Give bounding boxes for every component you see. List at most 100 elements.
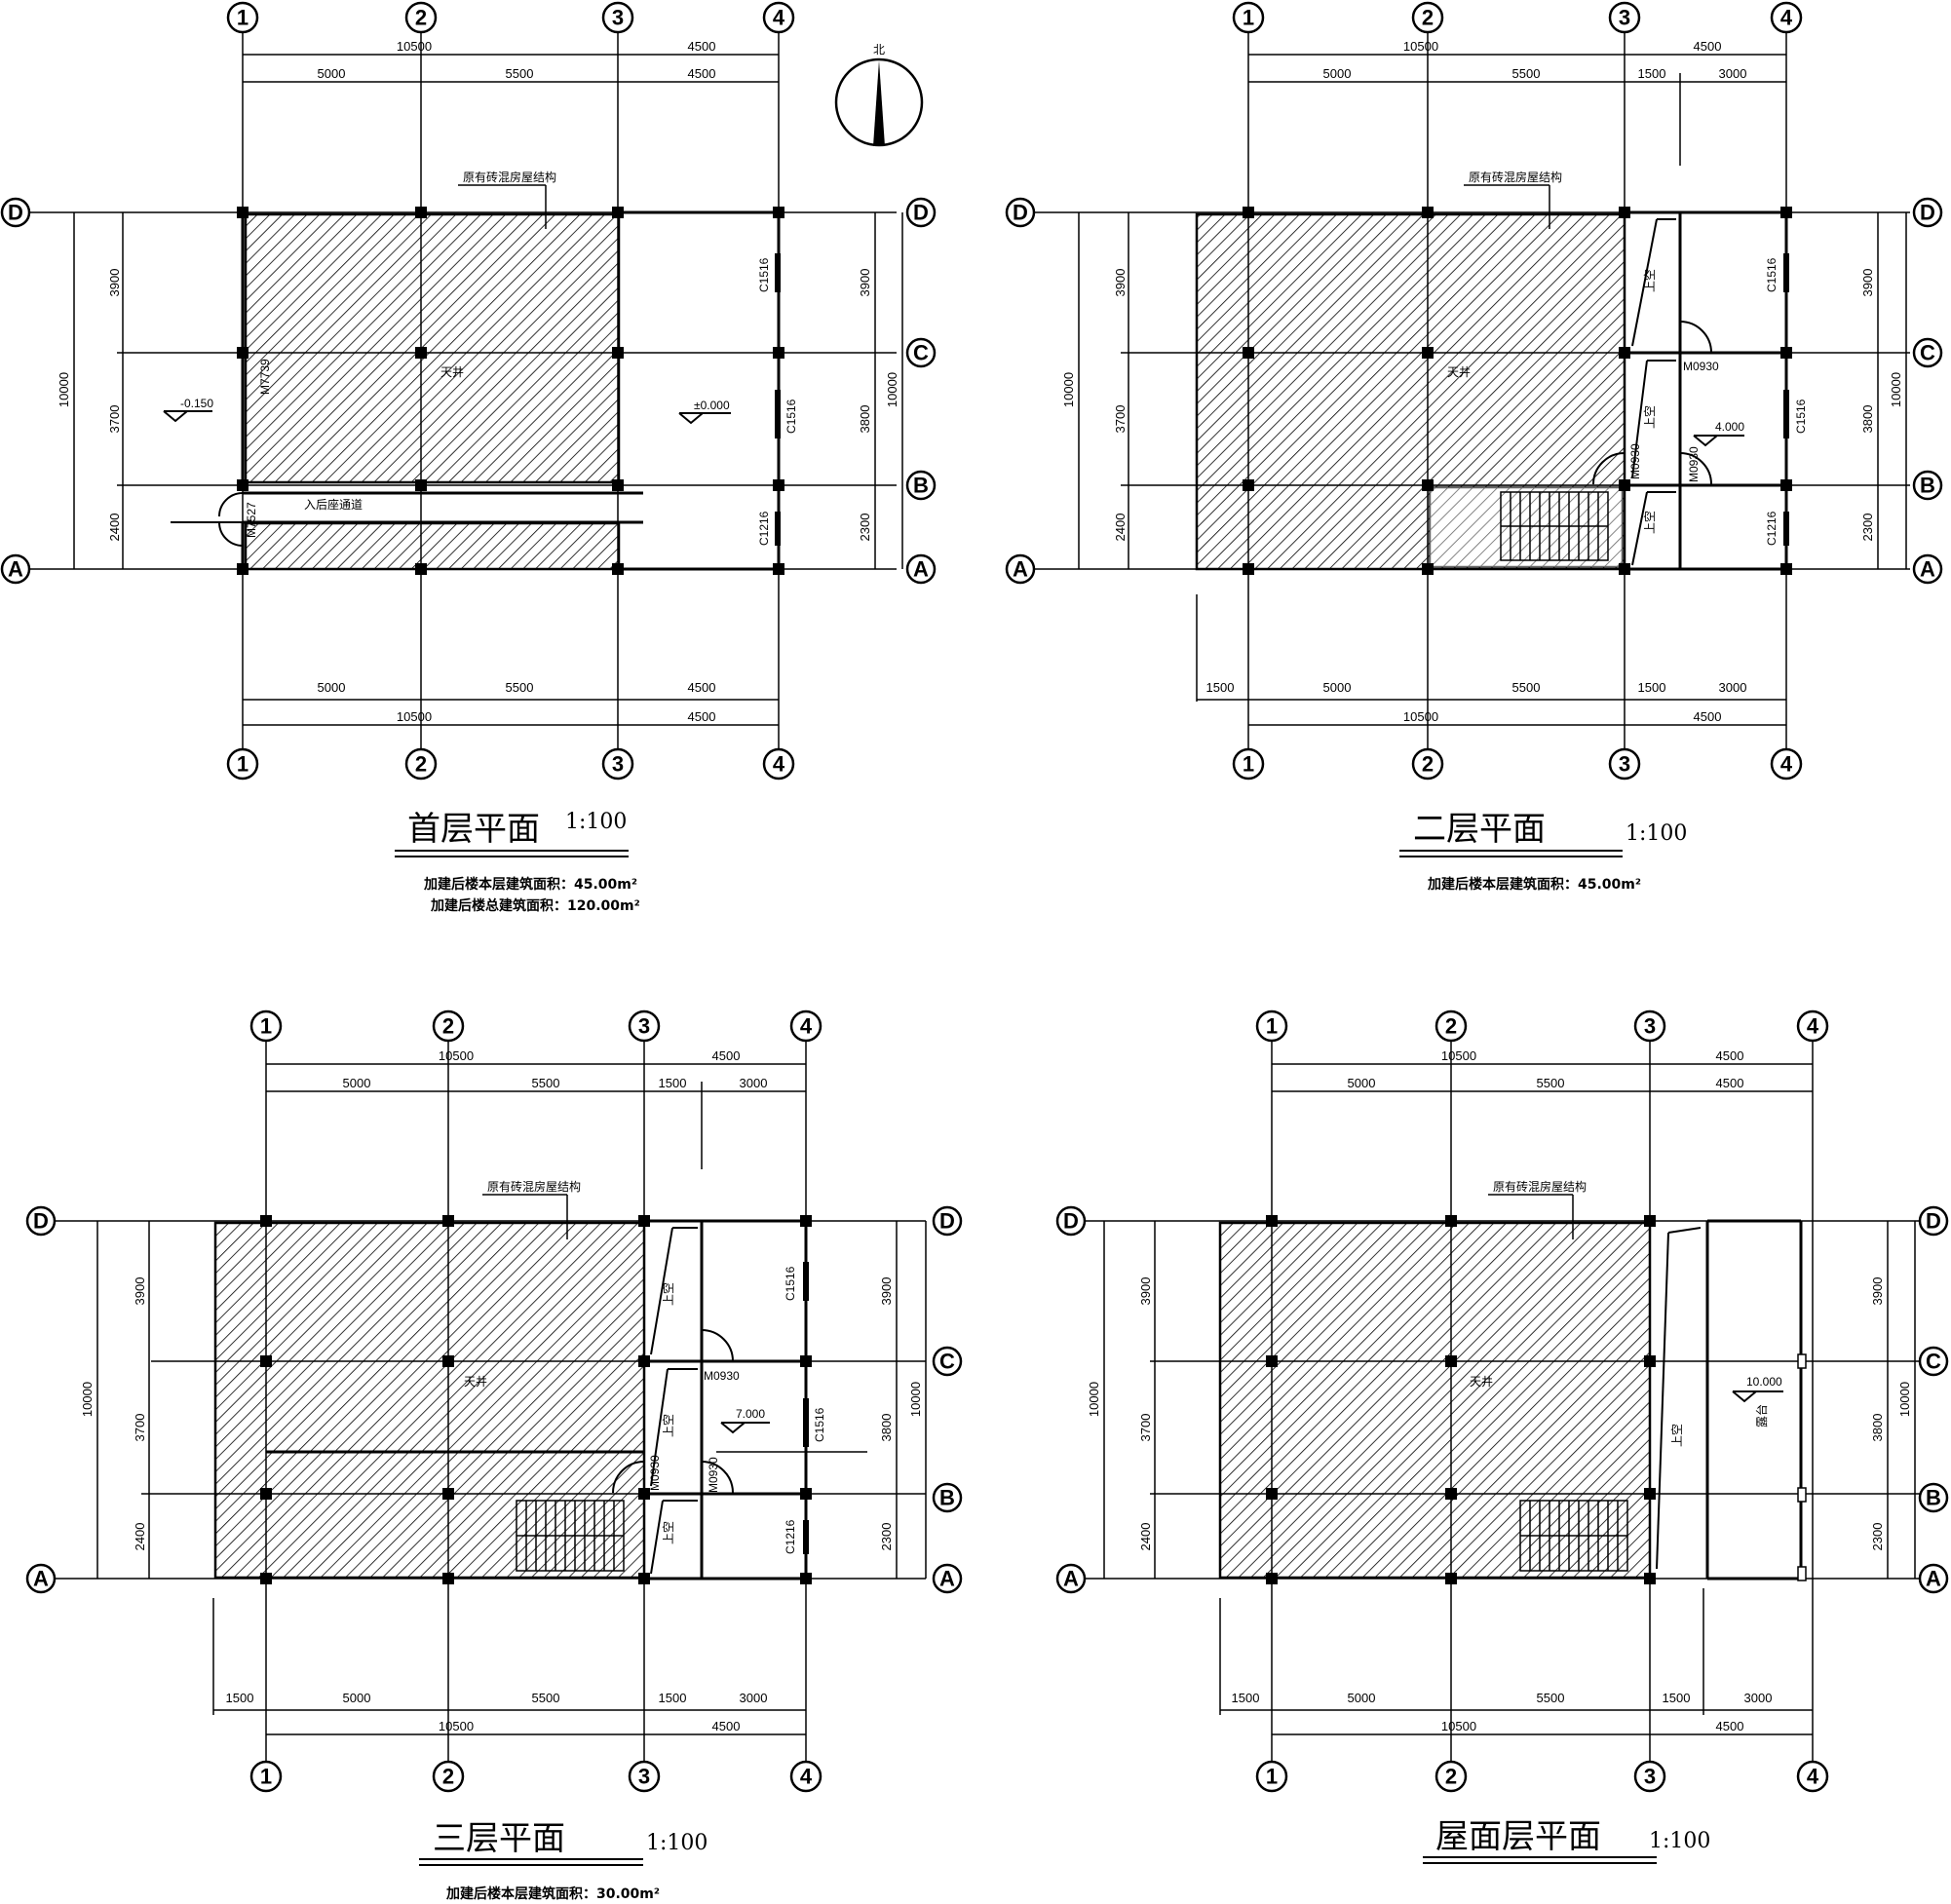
dim-bottom-total-1: 10500 xyxy=(1441,1719,1476,1733)
dim-top-1: 5000 xyxy=(1348,1076,1376,1090)
label-courtyard: 天井 xyxy=(1470,1375,1493,1389)
dim-right-1: 3900 xyxy=(879,1277,894,1306)
label-walkway: 入后座通道 xyxy=(304,497,363,512)
dim-bottom-4: 1500 xyxy=(659,1691,687,1705)
svg-text:2: 2 xyxy=(442,1014,454,1039)
dim-top-1: 5000 xyxy=(1323,66,1352,81)
dim-left-total: 10000 xyxy=(1087,1382,1101,1417)
dim-left-1: 3900 xyxy=(133,1277,147,1306)
label-win-3: C1216 xyxy=(1765,511,1779,546)
label-win-3: C1216 xyxy=(757,511,771,546)
dim-top-1: 5000 xyxy=(318,66,346,81)
label-existing: 原有砖混房屋结构 xyxy=(1493,1179,1587,1194)
svg-text:3: 3 xyxy=(1644,1014,1656,1039)
label-elev: 7.000 xyxy=(736,1407,765,1421)
axis-bubbles-floor1: 1 2 3 4 1 2 3 4 D A D C B A xyxy=(0,1,937,781)
svg-text:2: 2 xyxy=(1445,1014,1457,1039)
label-up-3: 上空 xyxy=(1643,511,1657,534)
plan-scale-floor2: 1:100 xyxy=(1626,821,1687,846)
svg-text:4: 4 xyxy=(800,1014,813,1039)
svg-text:1: 1 xyxy=(237,6,249,30)
label-existing: 原有砖混房屋结构 xyxy=(463,170,556,184)
dim-bottom-2: 5500 xyxy=(506,680,534,695)
svg-text:B: B xyxy=(913,474,929,498)
label-up-2: 上空 xyxy=(1643,405,1657,429)
dim-top-4: 3000 xyxy=(740,1076,768,1090)
dim-top-total-1: 10500 xyxy=(1403,39,1438,54)
dim-bottom-total-1: 10500 xyxy=(1403,709,1438,724)
svg-text:A: A xyxy=(1013,557,1028,582)
dim-bottom-total-1: 10500 xyxy=(397,709,432,724)
dim-bottom-total-2: 4500 xyxy=(688,709,716,724)
dim-top-total-1: 10500 xyxy=(1441,1048,1476,1063)
dim-right-2: 3800 xyxy=(858,405,872,434)
svg-text:4: 4 xyxy=(773,6,785,30)
dim-bottom-total-1: 10500 xyxy=(439,1719,474,1733)
dim-left-1: 3900 xyxy=(1113,269,1128,297)
label-elev-right: ±0.000 xyxy=(694,399,730,412)
dim-bottom-1: 1500 xyxy=(1206,680,1235,695)
svg-text:A: A xyxy=(1926,1567,1941,1591)
dim-bottom-1: 1500 xyxy=(226,1691,254,1705)
dim-bottom-2: 5000 xyxy=(1348,1691,1376,1705)
dim-bottom-total-2: 4500 xyxy=(712,1719,741,1733)
dim-right-total: 10000 xyxy=(1889,372,1903,407)
svg-text:A: A xyxy=(1920,557,1935,582)
dim-right-1: 3900 xyxy=(858,269,872,297)
svg-text:3: 3 xyxy=(638,1765,650,1789)
svg-text:D: D xyxy=(33,1209,49,1234)
svg-text:3: 3 xyxy=(612,752,624,777)
label-existing: 原有砖混房屋结构 xyxy=(1469,170,1562,184)
dim-top-3: 4500 xyxy=(688,66,716,81)
svg-text:1: 1 xyxy=(1266,1014,1278,1039)
svg-text:1: 1 xyxy=(260,1014,272,1039)
dim-top-1: 5000 xyxy=(343,1076,371,1090)
stair-icon xyxy=(1519,1500,1628,1572)
dim-right-total: 10000 xyxy=(908,1382,923,1417)
dim-top-total-2: 4500 xyxy=(712,1048,741,1063)
dim-right-3: 2300 xyxy=(1870,1523,1885,1551)
svg-text:北: 北 xyxy=(873,43,885,57)
dim-right-3: 2300 xyxy=(858,514,872,542)
label-up-2: 上空 xyxy=(662,1414,675,1437)
plan-roof: 10500 4500 5000 5500 4500 1500 5000 5500… xyxy=(1055,1009,1949,1864)
svg-text:D: D xyxy=(1920,201,1935,225)
dim-bottom-1: 5000 xyxy=(318,680,346,695)
dim-top-total-2: 4500 xyxy=(1694,39,1722,54)
label-win-1: C1516 xyxy=(1765,257,1779,292)
dim-left-2: 3700 xyxy=(107,405,122,434)
dim-top-total-1: 10500 xyxy=(397,39,432,54)
plan-floor2: 10500 4500 5000 5500 1500 3000 1500 5000… xyxy=(1005,1,1943,893)
dim-right-2: 3800 xyxy=(1860,405,1875,434)
label-door-2: M0930 xyxy=(1628,443,1642,479)
label-up-1: 上空 xyxy=(1643,269,1657,292)
label-elev: 4.000 xyxy=(1715,420,1744,434)
label-up-1: 上空 xyxy=(1670,1424,1684,1447)
label-up-1: 上空 xyxy=(662,1282,675,1306)
dim-left-2: 3700 xyxy=(1138,1414,1153,1442)
dim-top-4: 3000 xyxy=(1719,66,1747,81)
svg-text:2: 2 xyxy=(1445,1765,1457,1789)
dim-bottom-total-2: 4500 xyxy=(1716,1719,1744,1733)
label-courtyard: 天井 xyxy=(440,365,464,379)
plan-title-floor3: 三层平面 xyxy=(433,1819,565,1858)
dim-right-3: 2300 xyxy=(1860,514,1875,542)
dim-left-1: 3900 xyxy=(1138,1277,1153,1306)
plan-scale-floor3: 1:100 xyxy=(646,1831,708,1855)
dim-left-2: 3700 xyxy=(133,1414,147,1442)
dim-bottom-2: 5000 xyxy=(343,1691,371,1705)
axis-bubbles-roof: 1 2 3 4 1 2 3 4 D A D C B A xyxy=(1055,1009,1949,1793)
label-door-m7527: M7527 xyxy=(245,502,258,538)
label-elev: 10.000 xyxy=(1746,1375,1782,1389)
svg-text:A: A xyxy=(1063,1567,1079,1591)
svg-text:4: 4 xyxy=(800,1765,813,1789)
dim-top-2: 5500 xyxy=(1537,1076,1565,1090)
svg-text:D: D xyxy=(913,201,929,225)
label-door-2: M0930 xyxy=(648,1455,662,1491)
dim-right-2: 3800 xyxy=(1870,1414,1885,1442)
plan-scale-floor1: 1:100 xyxy=(565,810,627,834)
svg-text:3: 3 xyxy=(1644,1765,1656,1789)
dim-left-total: 10000 xyxy=(57,372,71,407)
svg-text:2: 2 xyxy=(415,6,427,30)
dim-top-2: 5500 xyxy=(532,1076,560,1090)
